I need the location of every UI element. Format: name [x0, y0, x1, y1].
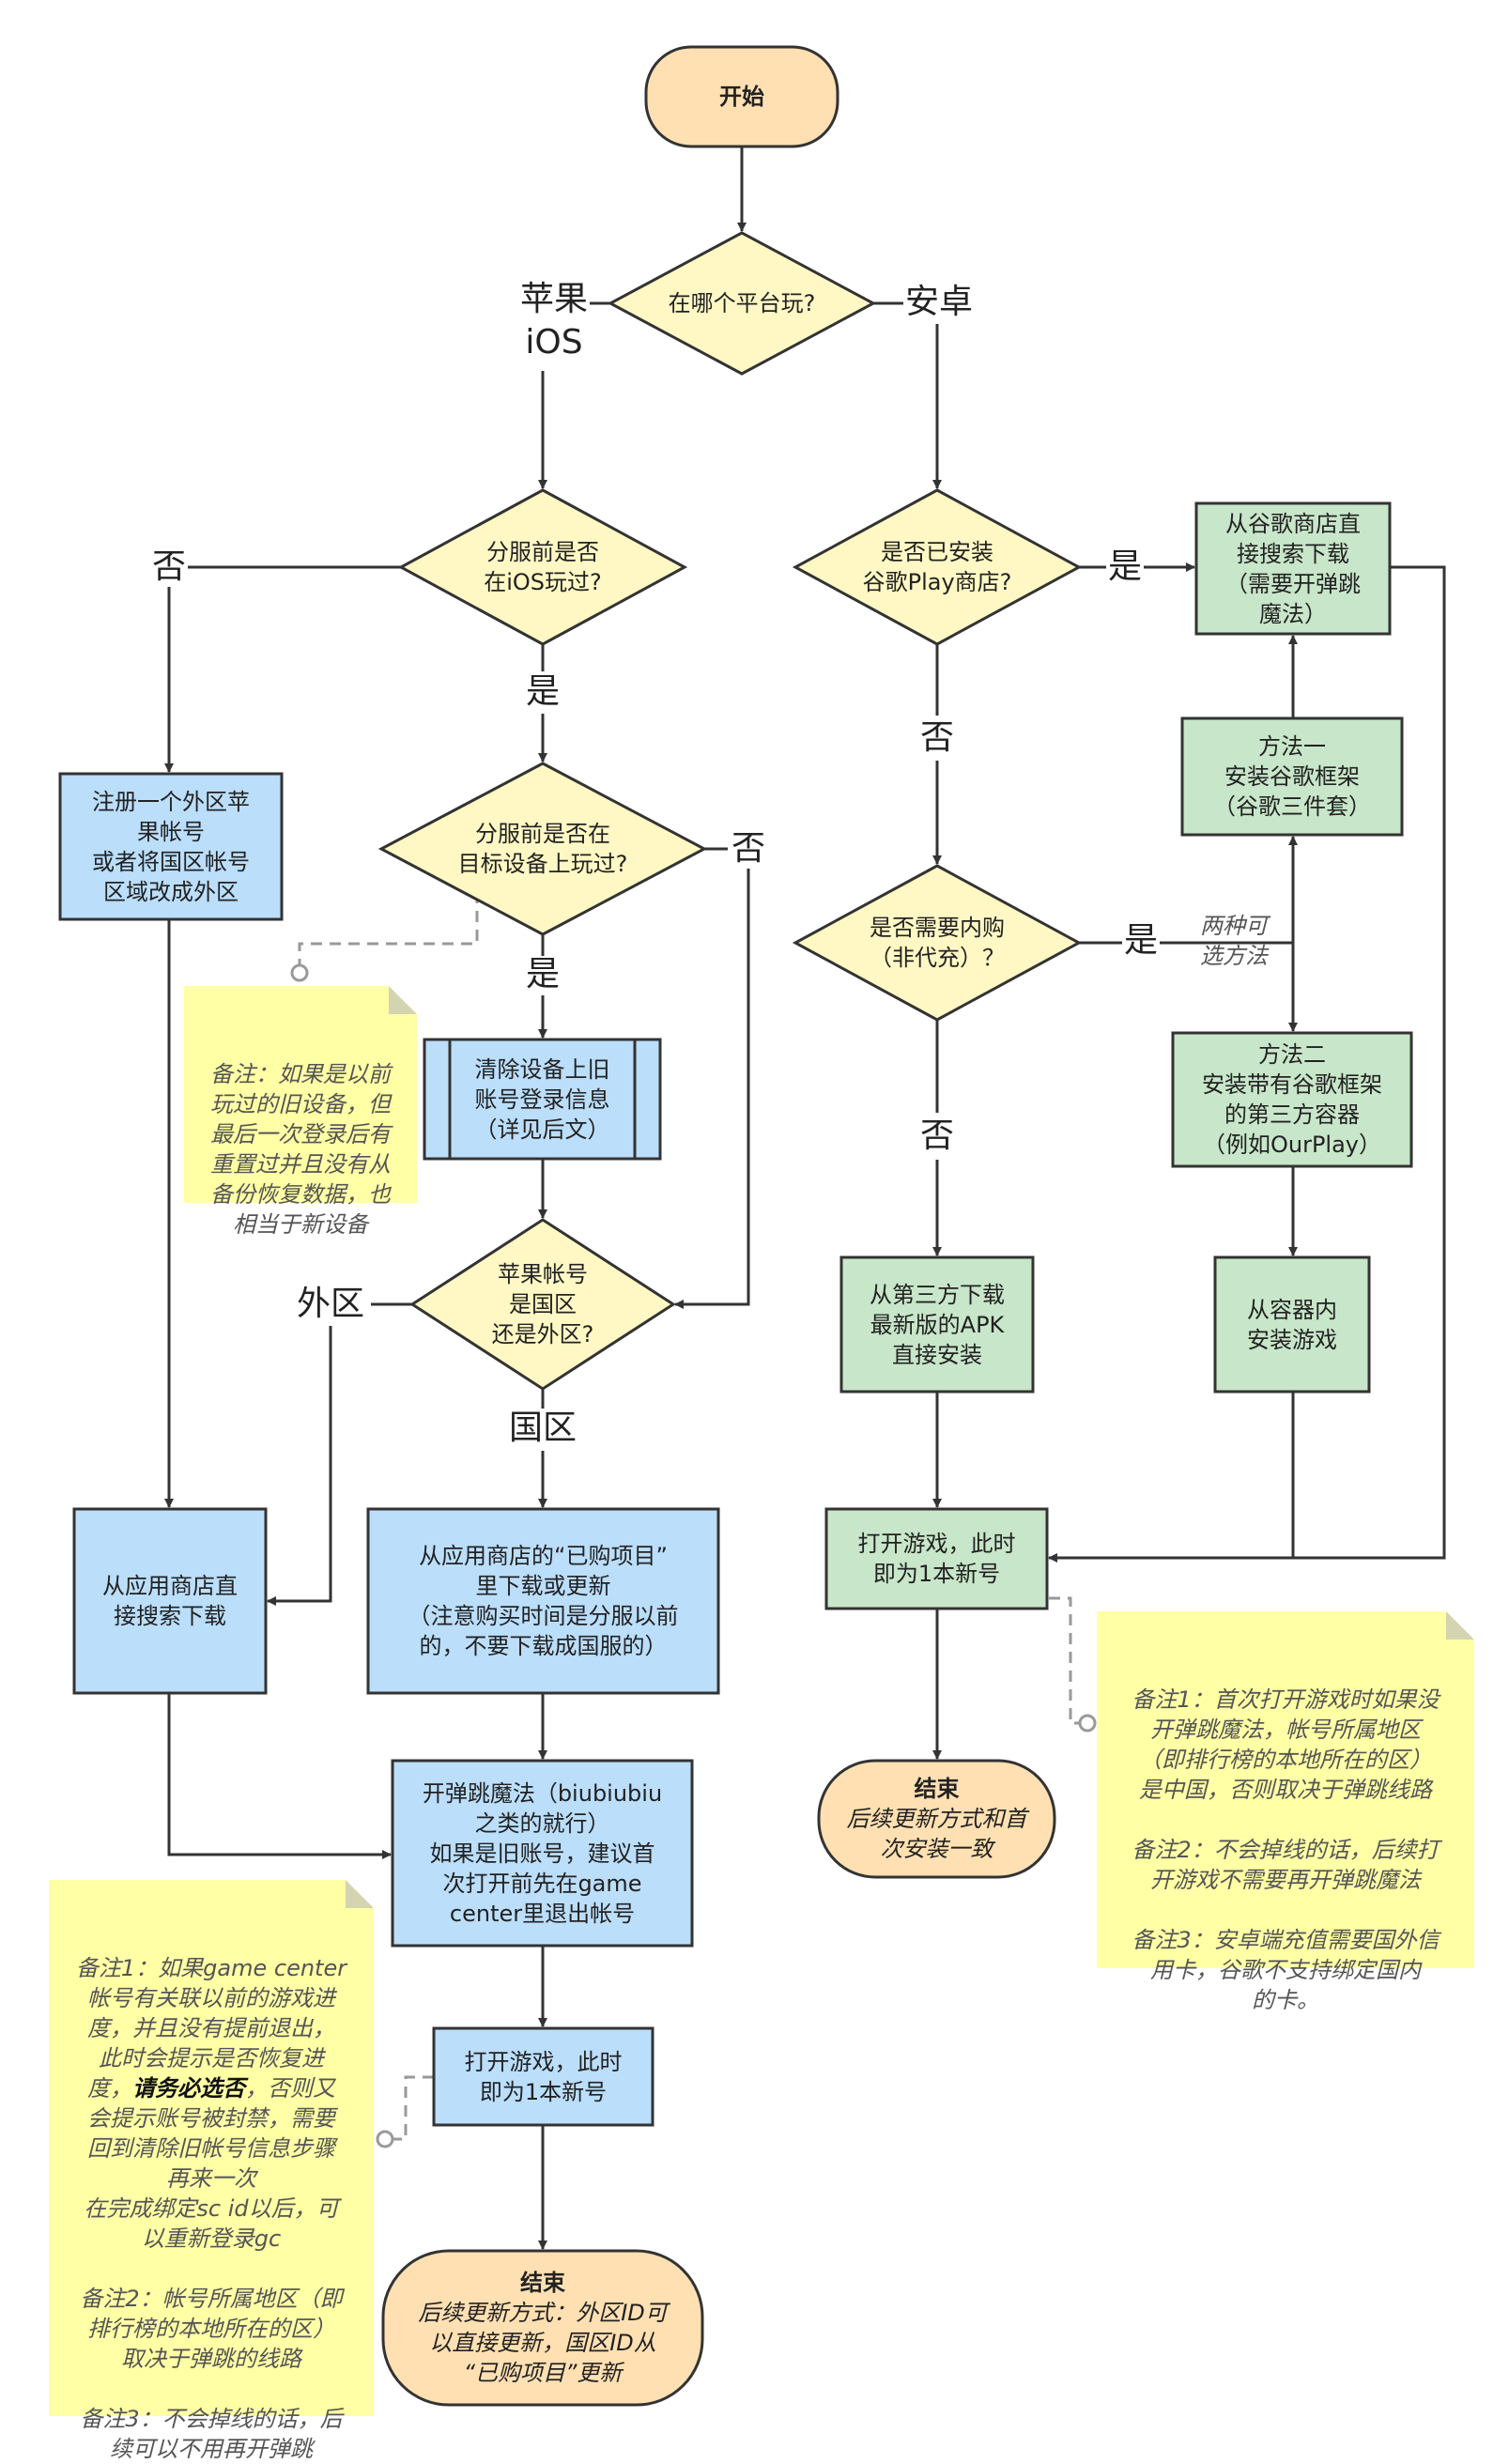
- process-register-text: 注册一个外区苹 果帐号 或者将国区帐号 区域改成外区: [92, 788, 250, 905]
- note-device-text: 备注：如果是以前 玩过的旧设备，但 最后一次登录后有 重置过并且没有从 备份恢复…: [210, 1061, 391, 1238]
- process-search-text: 从应用商店直 接搜索下载: [102, 1573, 238, 1629]
- process-open-android-text: 打开游戏，此时 即为1本新号: [857, 1531, 1016, 1587]
- process-method1: [1180, 716, 1404, 837]
- note-ios-text-2: ，否则又 会提示账号被封禁，需要 回到清除旧帐号信息步骤 再来一次 在完成绑定s…: [80, 2075, 343, 2462]
- edge-gplaybox-open: [1048, 565, 1446, 1563]
- end-ios-desc: 后续更新方式：外区ID可 以直接更新，国区ID从 “已购项目”更新: [418, 2300, 668, 2386]
- connector-dot: [290, 963, 309, 982]
- connector-dot: [1078, 1714, 1097, 1732]
- connector-dot: [376, 2130, 394, 2148]
- start-terminal: [644, 45, 839, 148]
- edge-label-ios: 苹果 iOS: [517, 278, 591, 364]
- decision-iap-text: 是否需要内购 （非代充）？: [870, 915, 1005, 971]
- end-ios-terminal: [381, 2249, 704, 2407]
- decision-played-ios: [397, 488, 688, 646]
- note-connector-ios: [393, 2075, 434, 2141]
- decision-platform-text: 在哪个平台玩?: [668, 290, 816, 316]
- end-android-title: 结束: [914, 1776, 960, 1802]
- process-open-ios: [432, 2026, 654, 2127]
- process-clear: [423, 1038, 662, 1161]
- note-android-text: 备注1：首次打开游戏时如果没 开弹跳魔法，帐号所属地区 （即排行榜的本地所在的区…: [1132, 1686, 1440, 2013]
- note-connector-android: [1049, 1596, 1080, 1725]
- process-register: [58, 772, 284, 921]
- process-bounce: [391, 1759, 694, 1948]
- end-ios-title: 结束: [520, 2270, 565, 2296]
- process-open-ios-text: 打开游戏，此时 即为1本新号: [464, 2048, 623, 2105]
- note-ios-emphasis: 请务必选否: [132, 2075, 245, 2102]
- edge-foreign-search: [267, 1326, 332, 1606]
- process-container: [1213, 1255, 1371, 1394]
- process-method2-text: 方法二 安装带有谷歌框架 的第三方容器 （例如OurPlay）: [1202, 1041, 1382, 1158]
- process-gplay-text: 从谷歌商店直 接搜索下载 （需要开弹跳 魔法）: [1225, 510, 1361, 627]
- edge-label-no: 否: [917, 1116, 957, 1155]
- process-bounce-text: 开弹跳魔法（biubiubiu 之类的就行） 如果是旧账号，建议首 次打开前先在…: [422, 1779, 663, 1927]
- decision-gplay: [792, 488, 1083, 646]
- process-apk: [839, 1255, 1035, 1394]
- note-device: 备注：如果是以前 玩过的旧设备，但 最后一次登录后有 重置过并且没有从 备份恢复…: [184, 986, 417, 1238]
- decision-played-ios-text: 分服前是否 在iOS玩过?: [484, 539, 602, 595]
- decision-iap: [792, 864, 1083, 1022]
- edge-label-no: 否: [917, 718, 957, 757]
- process-purchased-text: 从应用商店的“已购项目” 里下载或更新 （注意购买时间是分服以前 的，不要下载成…: [408, 1543, 679, 1659]
- edge-label-yes: 是: [523, 955, 562, 993]
- edge-label-yes: 是: [1105, 547, 1145, 586]
- note-connector-device: [298, 892, 479, 965]
- end-android-desc: 后续更新方式和首 次安装一致: [846, 1806, 1027, 1862]
- edge-label-cn: 国区: [506, 1409, 579, 1447]
- edge-label-two-methods: 两种可 选方法: [1200, 913, 1268, 969]
- process-method2: [1171, 1031, 1413, 1168]
- start-label: 开始: [719, 84, 764, 110]
- decision-gplay-text: 是否已安装 谷歌Play商店?: [862, 539, 1012, 595]
- process-container-text: 从容器内 安装游戏: [1247, 1296, 1337, 1353]
- decision-region: [409, 1218, 676, 1391]
- process-method1-text: 方法一 安装谷歌框架 （谷歌三件套）: [1213, 733, 1371, 820]
- process-gplay: [1194, 501, 1392, 636]
- decision-played-device: [377, 762, 708, 936]
- process-search: [72, 1507, 268, 1695]
- edge-search-bounce: [167, 1693, 392, 1859]
- decision-played-device-text: 分服前是否在 目标设备上玩过?: [457, 821, 628, 877]
- end-ios-text: 结束 后续更新方式：外区ID可 以直接更新，国区ID从 “已购项目”更新: [383, 2251, 702, 2405]
- note-android: 备注1：首次打开游戏时如果没 开弹跳魔法，帐号所属地区 （即排行榜的本地所在的区…: [1097, 1611, 1474, 2013]
- edge-label-yes: 是: [1121, 921, 1161, 960]
- decision-region-text: 苹果帐号 是国区 还是外区?: [491, 1261, 594, 1348]
- edge-label-no: 否: [149, 547, 189, 586]
- note-ios: 备注1：如果game center 帐号有关联以前的游戏进 度，并且没有提前退出…: [49, 1880, 374, 2462]
- edge-label-no: 否: [729, 829, 768, 868]
- end-android-terminal: [817, 1759, 1056, 1879]
- process-open-android: [824, 1507, 1049, 1610]
- process-apk-text: 从第三方下载 最新版的APK 直接安装: [870, 1281, 1005, 1368]
- edge-label-android: 安卓: [902, 283, 976, 321]
- process-clear-text: 清除设备上旧 账号登录信息 （详见后文）: [474, 1055, 610, 1143]
- edge-no-region: [674, 869, 750, 1309]
- decision-platform: [607, 231, 877, 376]
- note-ios-text-1: 备注1：如果game center 帐号有关联以前的游戏进 度，并且没有提前退出…: [75, 1955, 347, 2102]
- edge-label-yes: 是: [523, 672, 562, 711]
- process-purchased: [366, 1507, 720, 1695]
- end-android-text: 结束 后续更新方式和首 次安装一致: [819, 1761, 1055, 1877]
- edge-label-foreign: 外区: [294, 1285, 367, 1323]
